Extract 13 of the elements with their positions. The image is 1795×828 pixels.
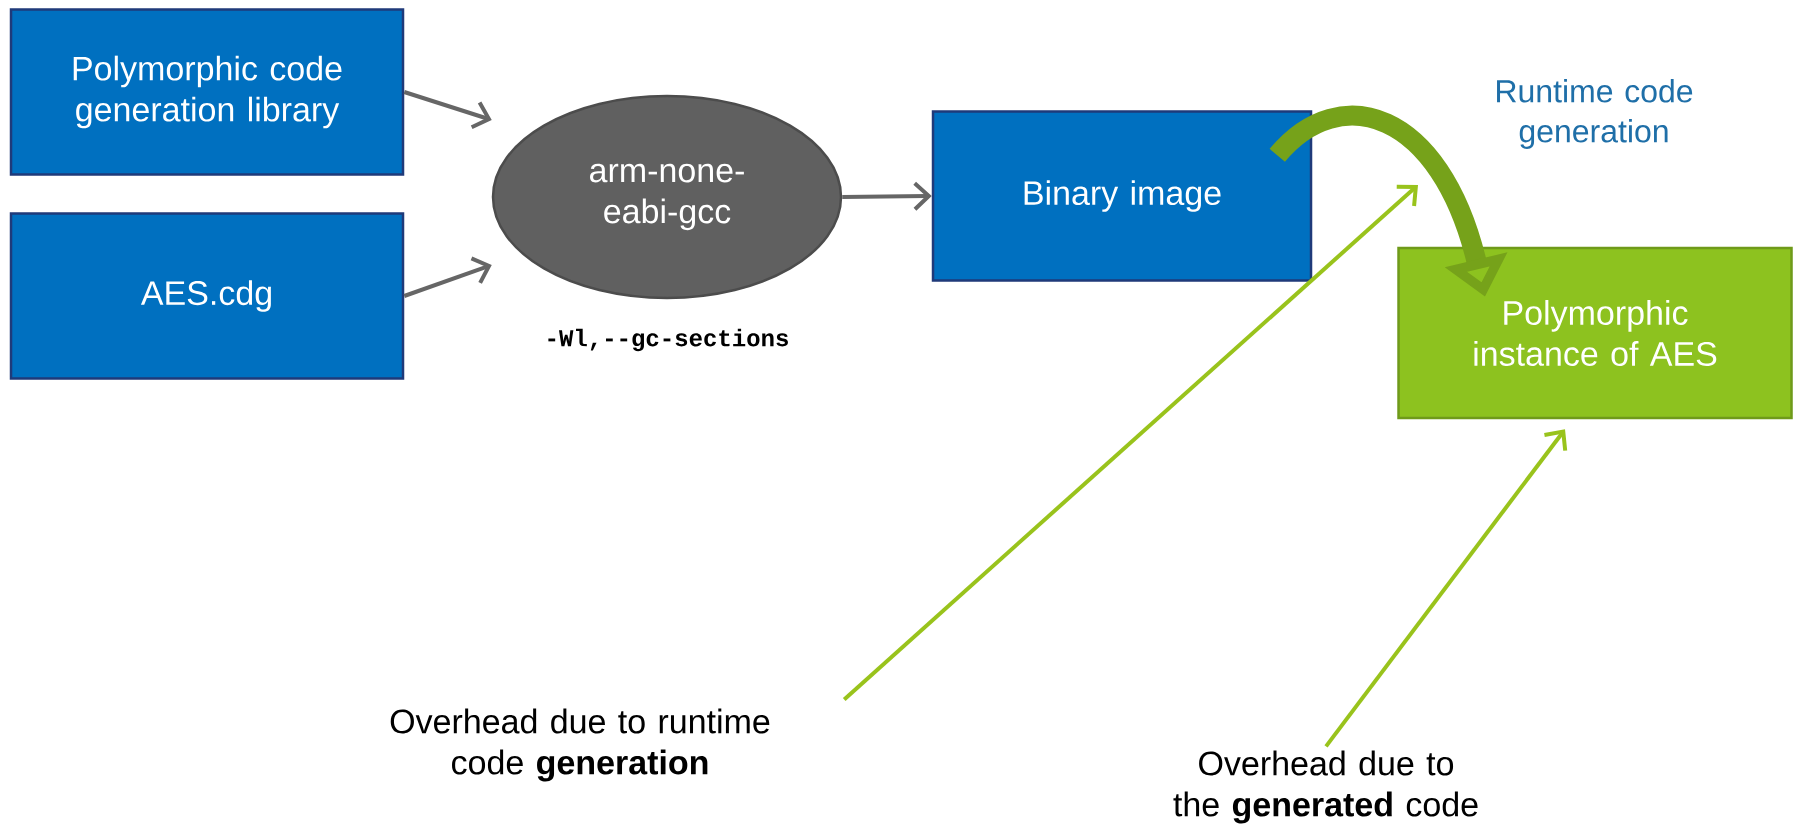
process-box: Polymorphic code generation library xyxy=(9,8,405,176)
arrow xyxy=(403,90,492,130)
process-box: AES.cdg xyxy=(9,212,405,380)
arrow xyxy=(842,184,1418,701)
output-box: Polymorphic instance of AES xyxy=(1397,246,1793,420)
arrow xyxy=(842,181,932,211)
option-text: -Wl,--gc-sections xyxy=(548,328,788,352)
arrow xyxy=(1324,429,1568,748)
annotation-text: Overhead due to the generated code xyxy=(1173,750,1478,824)
process-box: Binary image xyxy=(931,110,1313,282)
arrow xyxy=(403,256,492,298)
annotation-text: Overhead due to runtime code generation xyxy=(390,708,770,782)
annotation-text: Runtime code generation xyxy=(1497,79,1693,149)
